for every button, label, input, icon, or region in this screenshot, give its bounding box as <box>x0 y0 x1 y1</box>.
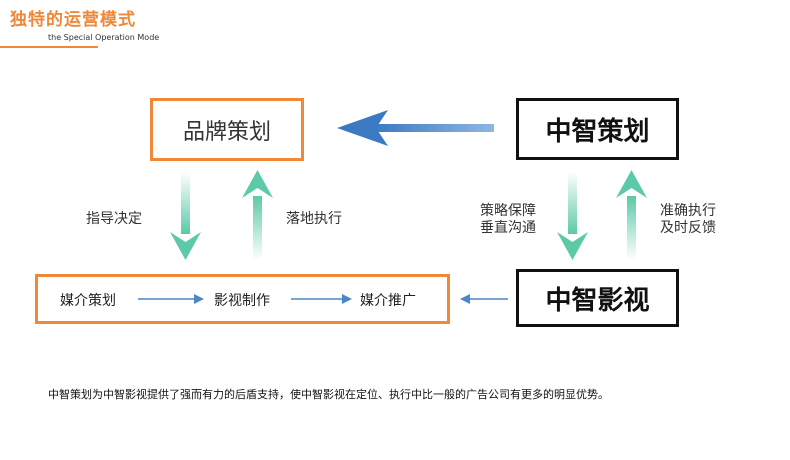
arrow-accurate <box>616 170 647 260</box>
label-guide-decision: 指导决定 <box>86 211 142 227</box>
page-title: 独特的运营模式 <box>10 10 136 30</box>
label-accurate-line1: 准确执行 <box>660 203 716 219</box>
arrow-strategy <box>557 172 588 260</box>
media-flow-node: 媒介策划 影视制作 媒介推广 <box>35 274 450 324</box>
media-step-production: 影视制作 <box>214 293 270 309</box>
media-flow-arrow-1 <box>138 294 204 304</box>
label-strategy-line2: 垂直沟通 <box>480 220 536 236</box>
brand-planning-node: 品牌策划 <box>150 98 304 161</box>
label-strategy: 策略保障 垂直沟通 <box>472 203 544 237</box>
title-underline <box>0 46 98 48</box>
media-flow-arrows <box>138 294 352 304</box>
media-step-planning: 媒介策划 <box>60 293 116 309</box>
arrow-guide-decision <box>170 172 201 260</box>
label-accurate-line2: 及时反馈 <box>660 220 716 236</box>
label-strategy-line1: 策略保障 <box>480 203 536 219</box>
arrow-film-to-media <box>460 294 508 304</box>
zhongzhi-film-node: 中智影视 <box>516 269 679 327</box>
brand-planning-label: 品牌策划 <box>182 119 271 145</box>
label-implement: 落地执行 <box>286 211 342 227</box>
page-subtitle: the Special Operation Mode <box>48 33 160 42</box>
label-accurate: 准确执行 及时反馈 <box>652 203 724 237</box>
arrow-implement <box>242 170 273 260</box>
media-flow-arrow-2 <box>291 294 352 304</box>
zhongzhi-planning-label: 中智策划 <box>545 116 650 147</box>
media-step-promotion: 媒介推广 <box>360 293 416 309</box>
zhongzhi-film-label: 中智影视 <box>545 285 650 316</box>
arrow-zzplan-to-brand <box>337 110 494 146</box>
zhongzhi-planning-node: 中智策划 <box>516 98 679 160</box>
diagram-caption: 中智策划为中智影视提供了强而有力的后盾支持，使中智影视在定位、执行中比一般的广告… <box>48 388 609 401</box>
